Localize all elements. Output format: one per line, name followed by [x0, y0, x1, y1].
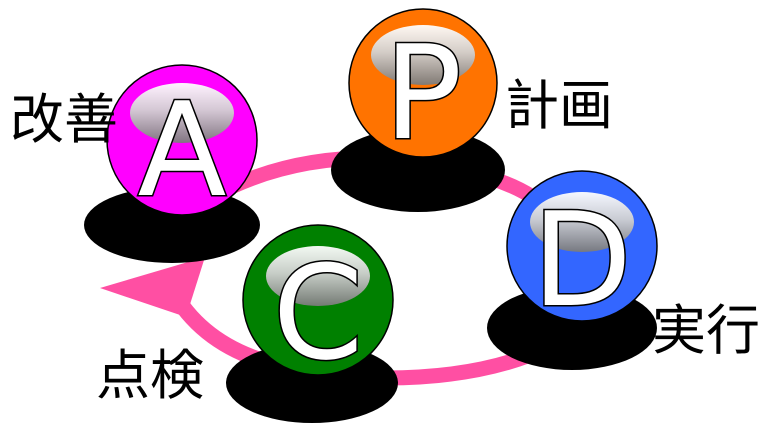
step-label-plan: 計画 [505, 74, 613, 137]
letter-p: P [384, 17, 462, 169]
step-label-do: 実行 [652, 299, 760, 362]
step-do: D 実行 [487, 170, 760, 370]
ring-segment-d-to-c [377, 347, 538, 386]
letter-d: D [532, 184, 632, 336]
gloss-highlight-a [130, 83, 234, 143]
gloss-highlight-c [266, 246, 370, 306]
step-act: A 改善 [10, 64, 260, 263]
step-check: C 点検 [96, 224, 398, 423]
step-label-act: 改善 [10, 88, 118, 151]
gloss-highlight-d [530, 192, 634, 252]
step-label-check: 点検 [96, 344, 204, 407]
ball-shadow-p [331, 128, 505, 212]
step-plan: P 計画 [331, 8, 613, 212]
cycle-arrowhead [100, 257, 205, 317]
letter-c: C [273, 237, 364, 389]
letter-a: A [138, 74, 227, 226]
gloss-highlight-p [371, 25, 475, 85]
